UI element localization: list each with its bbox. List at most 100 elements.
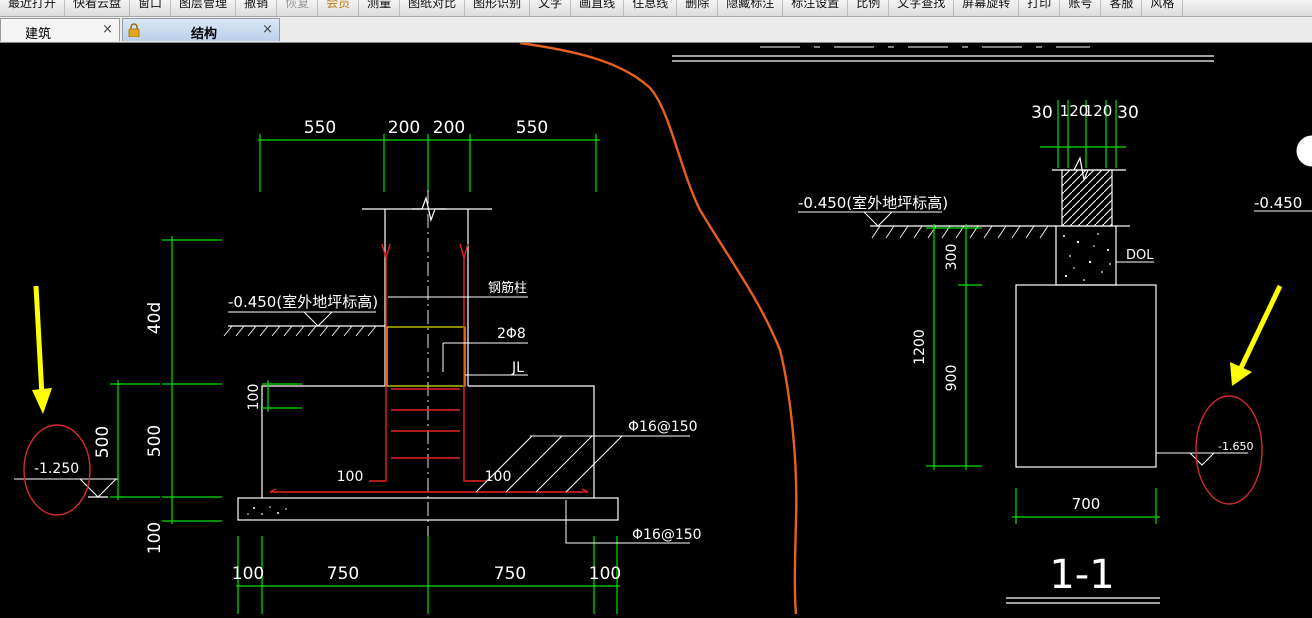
menu-item-14[interactable]: 隐藏标注 — [718, 0, 784, 16]
level-mark-triangle-right — [1189, 452, 1215, 466]
right-ground-hatch — [871, 225, 1049, 239]
left-stirrup-label: 2Φ8 — [497, 326, 526, 342]
menu-item-7[interactable]: 测量 — [359, 0, 401, 16]
menu-item-9[interactable]: 图形识别 — [465, 0, 531, 16]
wall-break-symbol — [1073, 156, 1089, 183]
right-vertical-dimensions — [926, 224, 982, 470]
lock-icon — [128, 23, 140, 37]
highlight-circle-right — [1195, 395, 1263, 505]
right-dim-top-3: 120 — [1084, 102, 1113, 120]
right-footing — [1015, 284, 1157, 468]
cad-drawing: 550 200 200 550 100 750 750 100 40d 500 … — [14, 41, 1312, 615]
menu-item-10[interactable]: 文字 — [530, 0, 572, 16]
document-tab-bar: 建筑 × 结构 × — [0, 17, 1312, 43]
left-bottom-dimension — [236, 536, 620, 614]
left-hook-right: 100 — [485, 469, 512, 485]
left-hook-left: 100 — [337, 469, 364, 485]
cushion-speckles — [247, 506, 287, 515]
menu-item-6[interactable]: 会员 — [318, 0, 360, 16]
dol-speckles — [1063, 233, 1111, 281]
right-level-mark: -1.650 — [1218, 440, 1253, 453]
menu-item-20[interactable]: 账号 — [1060, 0, 1102, 16]
section-label: 1-1 — [1049, 552, 1114, 598]
menu-item-2[interactable]: 窗口 — [130, 0, 172, 16]
partial-circle-edge — [1296, 135, 1312, 167]
right-dim-vert-900: 900 — [944, 365, 960, 392]
cushion-slab — [237, 497, 619, 521]
left-dim-top-1: 550 — [304, 118, 336, 138]
tab-structure[interactable]: 结构 × — [122, 18, 280, 42]
menu-item-0[interactable]: 最近打开 — [0, 0, 66, 16]
left-elevation-triangle — [303, 311, 333, 327]
left-dim-top-3: 200 — [433, 118, 465, 138]
left-top-dimension — [258, 134, 600, 192]
left-ground-label: -0.450(室外地坪标高) — [228, 293, 378, 311]
wall-hatched — [1061, 169, 1113, 227]
right-section-detail — [672, 46, 1312, 604]
right-ground-label-edge: -0.450 — [1254, 194, 1302, 212]
menu-item-16[interactable]: 比例 — [848, 0, 890, 16]
highlight-circle-left — [23, 424, 91, 516]
left-vertical-dimensions — [110, 236, 302, 524]
annotation-arrow-left — [32, 285, 52, 414]
left-dim-vert-40d: 40d — [145, 302, 165, 334]
left-dim-bottom-4: 100 — [589, 564, 621, 584]
footing-outline — [261, 385, 385, 498]
right-dim-top-1: 30 — [1031, 103, 1053, 123]
left-dim-top-4: 550 — [516, 118, 548, 138]
left-ground-hatch — [223, 325, 377, 337]
menu-item-19[interactable]: 打印 — [1019, 0, 1061, 16]
menu-item-22[interactable]: 风格 — [1142, 0, 1184, 16]
left-leader-lines — [388, 296, 690, 544]
left-dim-bottom-3: 750 — [494, 564, 526, 584]
left-rebar-label-1: Φ16@150 — [628, 419, 698, 435]
right-dim-top-2: 120 — [1060, 102, 1089, 120]
left-dim-vert-100b: 100 — [246, 384, 262, 411]
menu-item-5[interactable]: 恢复 — [277, 0, 319, 16]
right-elevation-triangle — [863, 211, 893, 227]
left-level-mark: -1.250 — [34, 461, 79, 477]
right-dim-bottom: 700 — [1072, 495, 1101, 513]
left-dim-vert-100a: 100 — [145, 522, 165, 554]
right-top-dimension — [1040, 100, 1126, 168]
menu-item-15[interactable]: 标注设置 — [783, 0, 849, 16]
drawing-canvas[interactable]: 550 200 200 550 100 750 750 100 40d 500 … — [0, 41, 1312, 615]
right-dim-top-4: 30 — [1117, 103, 1139, 123]
menu-item-12[interactable]: 住息线 — [624, 0, 678, 16]
menu-item-4[interactable]: 撤销 — [236, 0, 278, 16]
column-break-symbol — [412, 195, 446, 223]
menu-item-11[interactable]: 画直线 — [571, 0, 625, 16]
left-dim-bottom-1: 100 — [232, 564, 264, 584]
menu-item-17[interactable]: 文字查找 — [889, 0, 955, 16]
right-ground-label: -0.450(室外地坪标高) — [798, 194, 948, 212]
tab-architecture-close-icon[interactable]: × — [102, 22, 113, 37]
left-col-label: 钢筋柱 — [488, 280, 527, 296]
right-dol-label: DOL — [1126, 248, 1154, 263]
tab-architecture-label: 建筑 — [25, 27, 52, 42]
orange-boundary-curve — [519, 41, 798, 615]
right-dim-vert-300: 300 — [944, 244, 960, 271]
right-dim-vert-1200: 1200 — [912, 329, 928, 365]
menu-item-1[interactable]: 快看云盘 — [65, 0, 131, 16]
menu-item-13[interactable]: 删除 — [677, 0, 719, 16]
beam-jl-outline — [386, 326, 466, 387]
menu-bar: 最近打开快看云盘窗口图层管理撤销恢复会员测量图纸对比图形识别文字画直线住息线删除… — [0, 0, 1312, 17]
tab-structure-label: 结构 — [191, 27, 218, 42]
menu-item-21[interactable]: 客服 — [1101, 0, 1143, 16]
menu-item-8[interactable]: 图纸对比 — [400, 0, 466, 16]
right-bottom-dimension — [1012, 488, 1160, 524]
left-dim-vert-500a: 500 — [145, 425, 165, 457]
tab-architecture[interactable]: 建筑 × — [0, 18, 120, 42]
footing-outline-right — [468, 385, 595, 498]
tab-structure-close-icon[interactable]: × — [262, 22, 273, 37]
left-dim-top-2: 200 — [388, 118, 420, 138]
left-dim-vert-500b: 500 — [93, 426, 113, 458]
menu-item-3[interactable]: 图层管理 — [171, 0, 237, 16]
left-rebar-label-2: Φ16@150 — [632, 527, 702, 543]
menu-item-18[interactable]: 屏幕旋转 — [954, 0, 1020, 16]
left-beam-label: JL — [511, 360, 524, 376]
annotation-arrow-right — [1230, 284, 1283, 386]
left-foundation-detail — [14, 134, 690, 614]
left-dim-bottom-2: 750 — [327, 564, 359, 584]
rebar-cage — [269, 243, 589, 493]
